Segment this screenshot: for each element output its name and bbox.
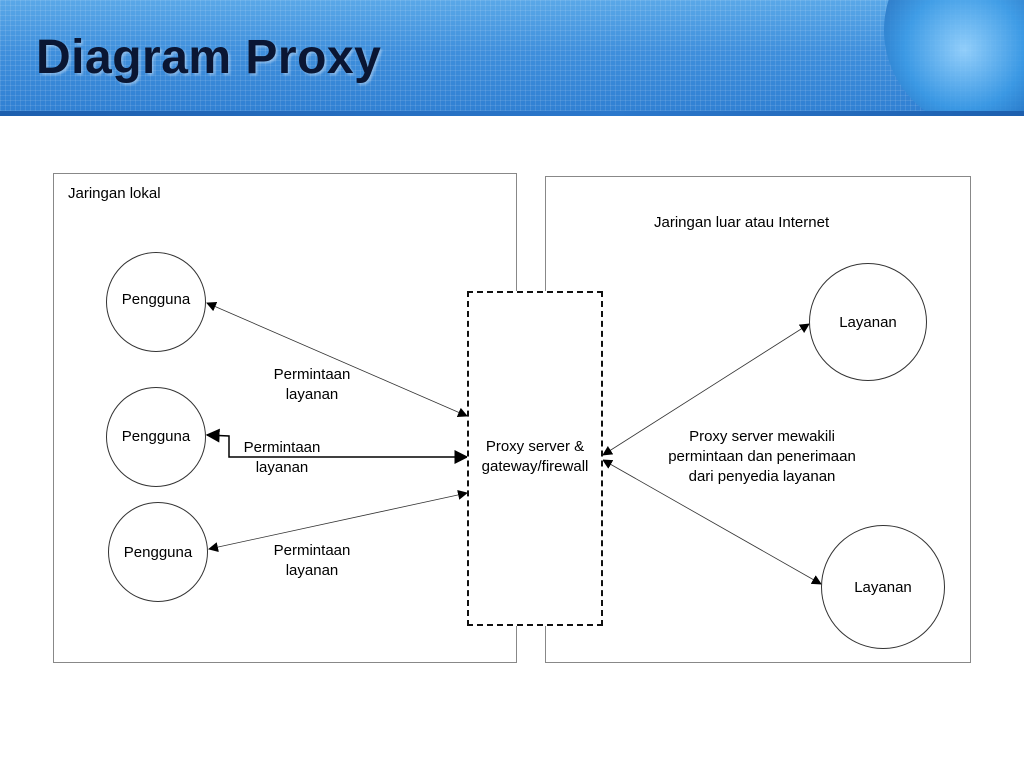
request-label-1: Permintaan layanan (262, 365, 362, 405)
proxy-note-line: dari penyedia layanan (688, 468, 836, 485)
arrow-user1-proxy (206, 302, 468, 417)
request-label-3: Permintaan layanan (262, 541, 362, 581)
request-label-2: Permintaan layanan (232, 438, 332, 478)
arrow-user3-proxy (208, 490, 468, 552)
external-network-label: Jaringan luar atau Internet (654, 214, 830, 231)
proxy-note-line: Proxy server mewakili (689, 428, 835, 445)
user-node-3: Pengguna (108, 502, 208, 602)
proxy-label-line: gateway/firewall (481, 458, 589, 475)
service-label: Layanan (854, 578, 912, 596)
arrow-user2-proxy (205, 428, 469, 464)
user-node-2: Pengguna (106, 387, 206, 487)
proxy-note: Proxy server mewakili permintaan dan pen… (645, 427, 879, 487)
service-label: Layanan (839, 313, 897, 331)
slide-header: Diagram Proxy (0, 0, 1024, 116)
proxy-note-line: permintaan dan penerimaan (668, 448, 856, 465)
request-label-line: layanan (255, 459, 309, 476)
proxy-label-line: Proxy server & (485, 438, 585, 455)
slide-title: Diagram Proxy (36, 31, 382, 84)
request-label-line: layanan (285, 386, 339, 403)
request-label-line: Permintaan (243, 439, 321, 456)
request-label-line: Permintaan (273, 366, 351, 383)
user-label: Pengguna (123, 543, 193, 561)
arrow-proxy-service2 (602, 459, 822, 585)
proxy-label: Proxy server & gateway/firewall (467, 437, 603, 477)
service-node-2: Layanan (821, 525, 945, 649)
local-network-label: Jaringan lokal (68, 185, 161, 202)
user-label: Pengguna (121, 427, 191, 445)
request-label-line: layanan (285, 562, 339, 579)
user-label: Pengguna (121, 290, 191, 308)
arrow-proxy-service1 (602, 323, 810, 456)
service-node-1: Layanan (809, 263, 927, 381)
proxy-server-box (467, 291, 603, 626)
request-label-line: Permintaan (273, 542, 351, 559)
user-node-1: Pengguna (106, 252, 206, 352)
